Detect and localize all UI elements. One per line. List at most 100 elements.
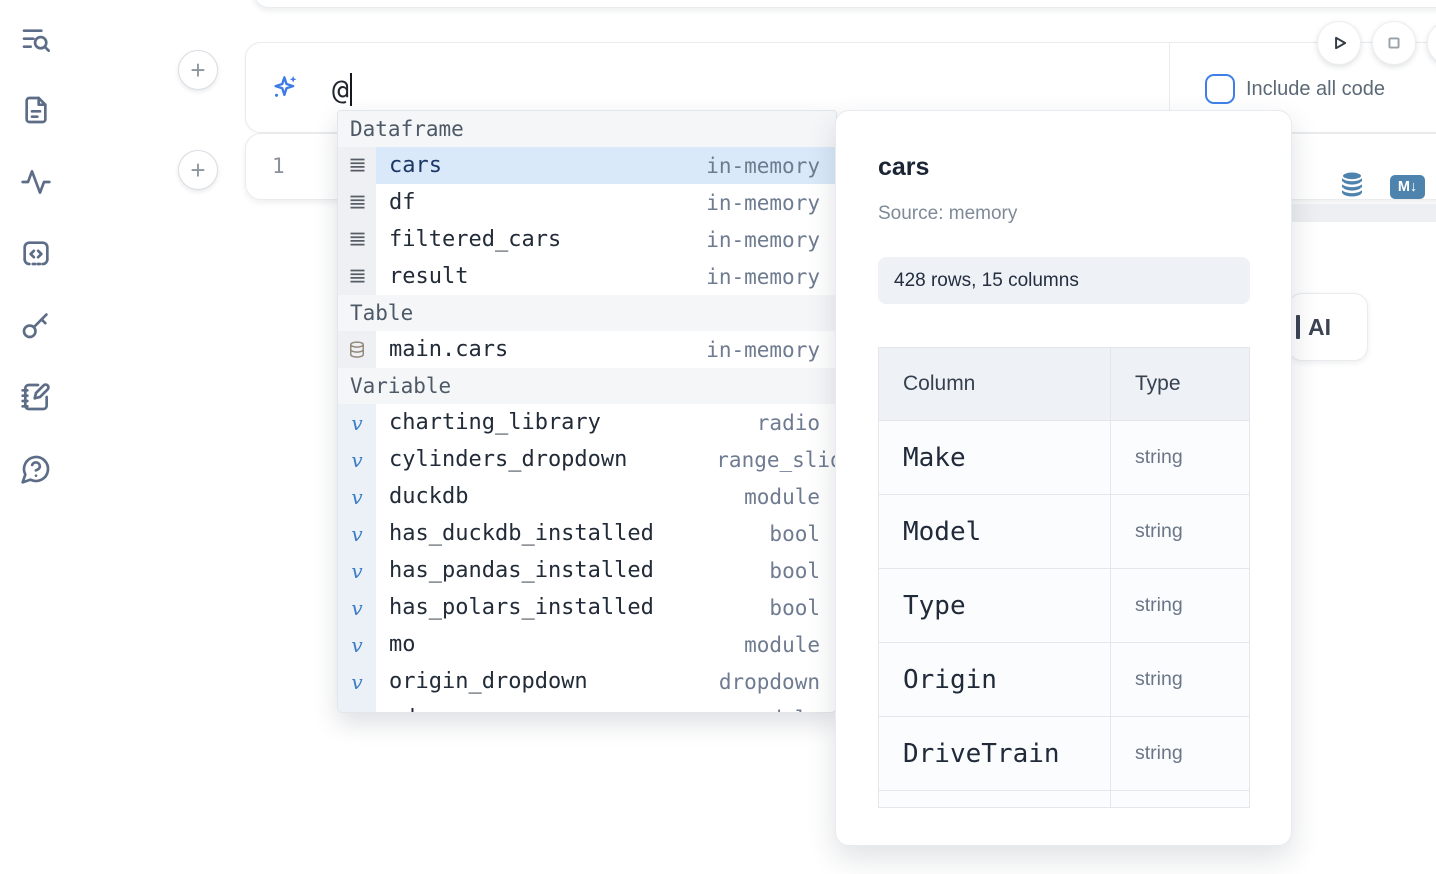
autocomplete-item-body: mo module (376, 626, 836, 663)
schema-column-cell: Make (879, 421, 1111, 494)
dataframe-icon (350, 195, 364, 209)
dataframe-icon (350, 232, 364, 246)
autocomplete-item-type: radio (756, 410, 820, 435)
variable-icon: v (351, 521, 363, 546)
autocomplete-item-gutter: v (338, 589, 376, 626)
autocomplete-item-name: cars (389, 153, 442, 178)
stop-icon (1388, 37, 1400, 49)
autocomplete-item-name: mo (389, 632, 416, 657)
autocomplete-item-name: result (389, 264, 469, 289)
database-icon (1340, 170, 1364, 197)
autocomplete-item-name: df (389, 190, 416, 215)
autocomplete-item-gutter: v (338, 700, 376, 713)
autocomplete-section-header: Table (338, 295, 836, 331)
autocomplete-item-body: result in-memory (376, 258, 836, 295)
notebook-pen-icon (21, 383, 50, 411)
autocomplete-section-header: Variable (338, 368, 836, 404)
preview-stats-badge: 428 rows, 15 columns (878, 257, 1250, 304)
autocomplete-item-name: duckdb (389, 484, 469, 509)
autocomplete-item-body: duckdb module (376, 478, 836, 515)
schema-type-cell: Type (1135, 372, 1181, 395)
line-number: 1 (272, 154, 285, 178)
autocomplete-item[interactable]: v pd module (338, 700, 836, 713)
autocomplete-item-type: bool (769, 595, 820, 620)
autocomplete-item-gutter (338, 331, 376, 368)
prompt-value: @ (332, 72, 349, 106)
variable-icon: v (351, 410, 363, 435)
schema-row: Make string (879, 421, 1249, 495)
schema-row: DriveTrain string (879, 717, 1249, 791)
datasource-button[interactable] (1337, 169, 1367, 199)
play-icon (1335, 36, 1347, 50)
autocomplete-item-type: range_slider (716, 447, 836, 472)
include-all-code-checkbox[interactable] (1205, 74, 1235, 104)
run-button[interactable] (1317, 21, 1361, 65)
help-chat-icon (21, 455, 50, 484)
autocomplete-item-gutter (338, 184, 376, 221)
activity-icon (21, 170, 51, 194)
schema-column-cell: Origin (879, 643, 1111, 716)
add-cell-button-top[interactable]: + (178, 50, 218, 90)
markdown-icon[interactable]: M↓ (1390, 175, 1425, 199)
schema-type-cell: string (1135, 742, 1183, 764)
autocomplete-item-type: in-memory (706, 337, 820, 362)
ai-button-label: AI (1308, 313, 1331, 340)
schema-column-cell: DriveTrain (879, 717, 1111, 790)
schema-type-cell: string (1135, 594, 1183, 616)
autocomplete-item[interactable]: result in-memory (338, 258, 836, 295)
stop-button[interactable] (1372, 21, 1416, 65)
preview-title: cars (878, 153, 930, 181)
autocomplete-item-type: in-memory (706, 264, 820, 289)
sidebar-item-files[interactable] (20, 94, 54, 128)
autocomplete-item-gutter: v (338, 404, 376, 441)
sidebar-item-snippets[interactable] (20, 238, 54, 272)
autocomplete-item-name: pd (389, 706, 416, 712)
autocomplete-item-type: module (744, 632, 820, 657)
variable-icon: v (351, 595, 363, 620)
file-text-icon (25, 96, 47, 124)
dataframe-icon (350, 269, 364, 283)
composer-divider (1169, 43, 1170, 132)
variable-icon: v (351, 484, 363, 509)
preview-source: Source: memory (878, 203, 1018, 224)
schema-type-cell (1111, 791, 1249, 807)
sidebar-item-search[interactable] (20, 24, 54, 58)
add-cell-button-bottom[interactable]: + (178, 150, 218, 190)
autocomplete-item-gutter: v (338, 626, 376, 663)
clipped-letter-fragment (1296, 315, 1300, 339)
schema-type-cell: string (1135, 446, 1183, 468)
sidebar-item-activity[interactable] (20, 166, 54, 200)
variable-icon: v (351, 709, 362, 713)
autocomplete-item[interactable]: v duckdb module (338, 478, 836, 515)
code-block-icon (23, 241, 49, 266)
schema-row-partial (879, 791, 1249, 807)
generate-ai-button[interactable]: AI (1288, 293, 1368, 361)
sidebar-item-secrets[interactable] (20, 309, 54, 343)
autocomplete-item-type: module (744, 707, 820, 713)
prompt-input[interactable]: @ (332, 69, 353, 109)
autocomplete-item-type: bool (769, 521, 820, 546)
variable-icon: v (351, 558, 363, 583)
autocomplete-item-name: cylinders_dropdown (389, 447, 628, 472)
sidebar-item-scratchpad[interactable] (20, 381, 54, 415)
sidebar-item-help[interactable] (20, 453, 54, 487)
autocomplete-item-type: module (744, 484, 820, 509)
